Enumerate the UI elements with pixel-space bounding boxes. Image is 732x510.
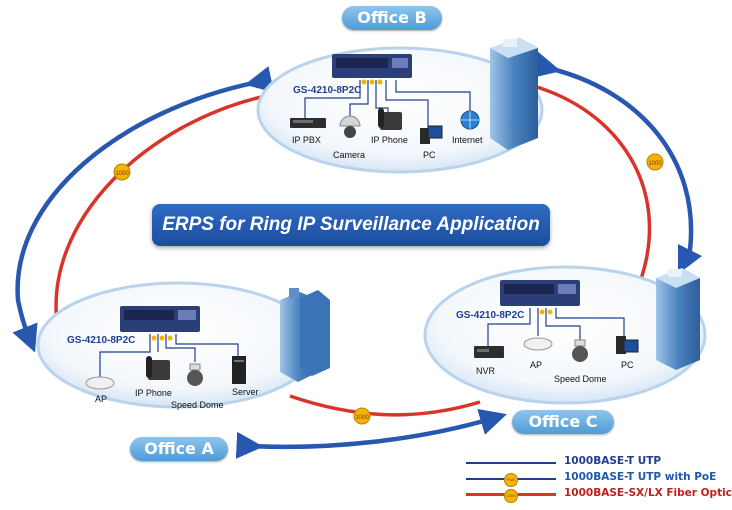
utp-line-swatch (466, 462, 556, 464)
device-label: PC (621, 360, 634, 370)
fiber-ring (54, 83, 652, 417)
device-label: Speed Dome (171, 400, 224, 410)
office-c-links (487, 308, 625, 346)
speed-dome-icon (187, 363, 203, 386)
switch-model: GS-4210-8P2C (456, 310, 524, 321)
building-icon (280, 288, 330, 382)
poe-badge-icon: PoE (504, 473, 518, 487)
device-label: Speed Dome (554, 374, 607, 384)
arrow-left (12, 66, 274, 353)
svg-text:1000: 1000 (115, 171, 129, 177)
switch-icon (332, 54, 412, 78)
fiber-link-a-c (289, 394, 481, 417)
office-b: GS-4210-8P2C IP PBX Camera IP Phone PC I… (256, 38, 544, 174)
device-label: IP PBX (292, 135, 321, 145)
device-label: Camera (333, 150, 365, 160)
phone-icon (146, 356, 170, 380)
device-label: IP Phone (371, 135, 408, 145)
office-b-links (304, 80, 471, 126)
fiber-badge-right: 1000 (646, 153, 664, 171)
legend-poe: PoE 1000BASE-T UTP with PoE (466, 471, 716, 487)
legend: 1000BASE-T UTP PoE 1000BASE-T UTP with P… (466, 455, 732, 505)
nvr-icon (474, 346, 504, 358)
office-c: GS-4210-8P2C NVR AP Speed Dome PC (423, 265, 707, 405)
speed-dome-icon (572, 339, 588, 362)
ap-icon (85, 376, 115, 390)
arrow-right (531, 51, 703, 275)
legend-fiber: 1000 1000BASE-SX/LX Fiber Optic (466, 487, 732, 503)
legend-utp-label: 1000BASE-T UTP (564, 455, 662, 467)
device-label: PC (423, 150, 436, 160)
poe-badges (539, 309, 553, 315)
pc-icon (616, 336, 639, 354)
fiber-badge-left: 1000 (113, 163, 131, 181)
poe-badges (151, 335, 173, 341)
diagram-title: ERPS for Ring IP Surveillance Applicatio… (152, 204, 550, 246)
switch-model: GS-4210-8P2C (67, 335, 135, 346)
office-a-links (99, 334, 239, 378)
switch-icon (120, 306, 200, 332)
fiber-link-b-c (529, 83, 652, 283)
fiber-badge-bottom: 1000 (353, 407, 371, 425)
poe-badges (361, 79, 383, 85)
legend-poe-label: 1000BASE-T UTP with PoE (564, 471, 717, 483)
office-a: GS-4210-8P2C AP IP Phone Speed Dome Serv… (36, 281, 330, 410)
fiber-link-a-b (54, 93, 271, 331)
server-icon (232, 356, 246, 384)
fiber-badge-icon: 1000 (504, 489, 518, 503)
svg-text:1000: 1000 (355, 415, 369, 421)
svg-text:1000: 1000 (648, 161, 662, 167)
building-icon (490, 38, 538, 150)
ap-icon (523, 337, 553, 351)
device-label: AP (530, 360, 542, 370)
legend-utp: 1000BASE-T UTP (466, 455, 716, 471)
office-b-label: Office B (342, 6, 442, 30)
pbx-icon (290, 118, 326, 128)
device-label: IP Phone (135, 388, 172, 398)
phone-icon (378, 108, 402, 130)
switch-icon (500, 280, 580, 306)
device-label: Server (232, 387, 259, 397)
building-icon (656, 268, 700, 370)
switch-model: GS-4210-8P2C (293, 85, 361, 96)
legend-fiber-label: 1000BASE-SX/LX Fiber Optic (564, 487, 732, 499)
device-label: NVR (476, 366, 496, 376)
office-a-label: Office A (130, 437, 228, 461)
direction-arrows (12, 51, 703, 459)
office-c-label: Office C (512, 410, 614, 434)
arrow-bottom (235, 408, 507, 459)
device-label: AP (95, 394, 107, 404)
camera-icon (339, 115, 361, 138)
globe-icon (460, 110, 480, 130)
pc-icon (420, 125, 443, 144)
device-label: Internet (452, 135, 483, 145)
